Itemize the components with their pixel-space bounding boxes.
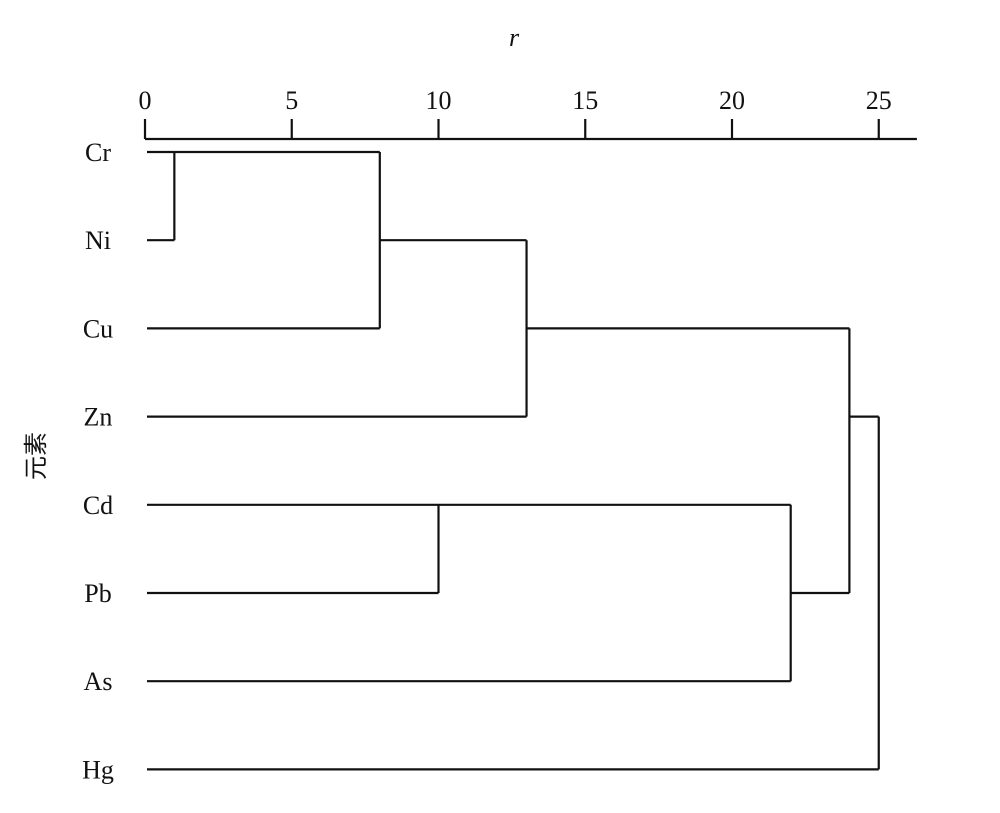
leaf-label-cd: Cd (83, 491, 113, 520)
leaf-label-pb: Pb (84, 579, 111, 608)
leaf-label-cr: Cr (85, 138, 111, 167)
leaf-label-zn: Zn (84, 403, 113, 432)
leaf-label-hg: Hg (82, 755, 114, 784)
x-tick-label: 10 (426, 86, 452, 115)
x-tick-label: 25 (866, 86, 892, 115)
x-tick-label: 20 (719, 86, 745, 115)
leaf-label-cu: Cu (83, 314, 113, 343)
x-axis-label: r (509, 23, 520, 52)
x-axis: 0 5 10 15 20 25 (139, 86, 917, 141)
y-axis-label: 元素 (22, 432, 50, 480)
x-tick-label: 15 (572, 86, 598, 115)
leaf-label-ni: Ni (85, 226, 111, 255)
dendrogram-links (147, 150, 880, 771)
x-tick-label: 5 (285, 86, 298, 115)
leaf-label-as: As (84, 667, 113, 696)
x-tick-label: 0 (139, 86, 152, 115)
